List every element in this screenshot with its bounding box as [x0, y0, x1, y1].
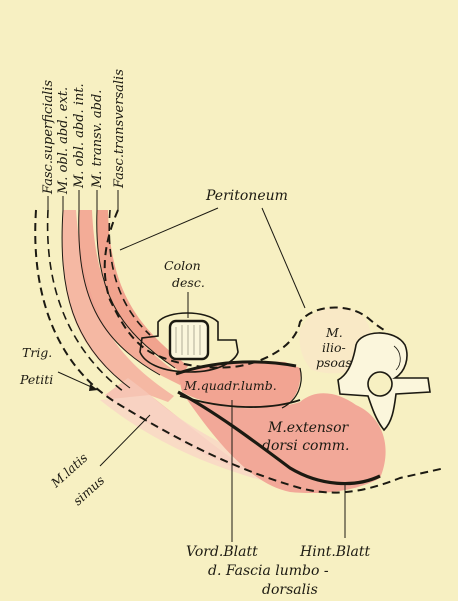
label-transv-abd: M. transv. abd.	[90, 90, 105, 189]
label-trig-1: Trig.	[22, 345, 52, 360]
label-iliopsoas-2: ilio-	[322, 340, 346, 355]
label-peritoneum: Peritoneum	[205, 188, 288, 204]
label-extensor-2: dorsi comm.	[262, 438, 349, 454]
spinal-canal	[368, 372, 392, 396]
label-extensor-1: M.extensor	[267, 420, 350, 436]
label-iliopsoas-1: M.	[325, 325, 343, 340]
label-fascia-1: d. Fascia lumbo -	[208, 563, 329, 579]
label-iliopsoas-3: psoas	[316, 355, 352, 370]
label-obl-abd-ext: M. obl. abd. ext.	[56, 87, 71, 195]
label-vord-blatt: Vord.Blatt	[186, 544, 258, 560]
label-fasc-transversalis: Fasc.transversalis	[112, 69, 127, 189]
label-hint-blatt: Hint.Blatt	[299, 544, 371, 560]
label-fascia-2: dorsalis	[262, 582, 318, 598]
label-quadratus: M.quadr.lumb.	[183, 378, 277, 393]
label-trig-2: Petiti	[19, 372, 53, 387]
label-obl-abd-int: M. obl. abd. int.	[72, 83, 87, 189]
label-colon-1: Colon	[164, 258, 201, 273]
label-fasc-superficialis: Fasc.superficialis	[41, 80, 56, 195]
label-colon-2: desc.	[172, 275, 205, 290]
